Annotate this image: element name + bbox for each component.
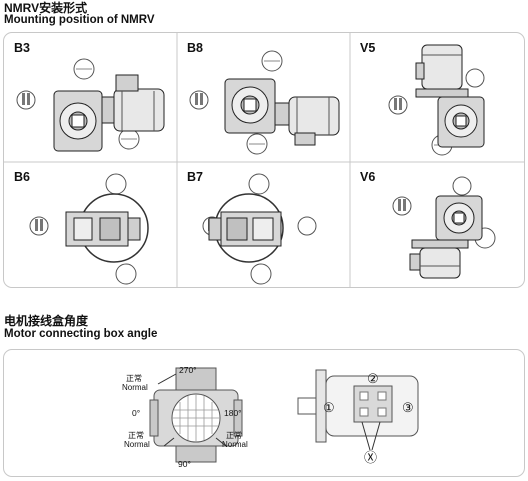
label-b7: B7 xyxy=(187,170,203,184)
callout-left-icon xyxy=(189,90,209,110)
worm-gearbox-icon xyxy=(65,211,141,247)
box-angle-title-en: Motor connecting box angle xyxy=(4,328,158,340)
worm-gearbox-icon xyxy=(208,211,282,247)
callout-left-icon xyxy=(392,196,412,216)
normal-en-top: Normal xyxy=(122,383,148,392)
callout-bottom-icon xyxy=(250,263,272,285)
callout-top-icon xyxy=(73,58,95,80)
worm-gearbox-icon xyxy=(224,78,290,134)
worm-gearbox-icon xyxy=(435,195,483,241)
b8-drawing xyxy=(189,50,340,155)
label-b3: B3 xyxy=(14,41,30,55)
mounting-title-cn: NMRV安装形式 xyxy=(4,1,88,15)
label-b8: B8 xyxy=(187,41,203,55)
cell-b3: B3 xyxy=(4,33,177,162)
b3-drawing xyxy=(16,58,165,152)
callout-top-icon xyxy=(465,68,485,88)
callout-top-icon xyxy=(452,176,472,196)
callout-left-icon xyxy=(29,216,49,236)
box-angle-panel: 270° 0° 180° 90° 正常 Normal 正常 Normal 正常 … xyxy=(3,349,525,477)
cell-v6: V6 xyxy=(350,162,524,287)
normal-cn-top: 正常 xyxy=(126,374,142,383)
callout-left-icon xyxy=(388,95,408,115)
callout-top-icon xyxy=(105,173,127,195)
normal-cn-left: 正常 xyxy=(128,431,144,440)
motor-side-view-icon xyxy=(297,369,419,443)
panel-grid-lines xyxy=(4,33,524,287)
motor-icon xyxy=(415,44,469,98)
position-1: ① xyxy=(323,400,335,415)
normal-en-right: Normal xyxy=(222,440,248,449)
label-v6: V6 xyxy=(360,170,376,184)
worm-gearbox-icon xyxy=(53,90,115,152)
motor-icon xyxy=(113,74,165,132)
angle-right: 180° xyxy=(224,408,242,418)
cell-b7: B7 xyxy=(177,162,350,287)
box-angle-title-cn: 电机接线盒角度 xyxy=(4,314,89,328)
position-2: ② xyxy=(367,371,379,386)
v5-drawing xyxy=(388,44,485,156)
x-marker: Ⓧ xyxy=(364,450,377,465)
cell-b6: B6 xyxy=(4,162,177,287)
motor-icon xyxy=(409,239,469,279)
mounting-title-en: Mounting position of NMRV xyxy=(4,14,155,26)
cell-v5: V5 xyxy=(350,33,524,162)
callout-left-icon xyxy=(16,90,36,110)
callout-right-icon xyxy=(297,216,317,236)
angle-left: 0° xyxy=(132,408,140,418)
mounting-positions-panel: B3 B8 xyxy=(3,32,525,288)
callout-top-icon xyxy=(248,173,270,195)
normal-cn-right: 正常 xyxy=(226,431,242,440)
motor-fan-icon xyxy=(149,367,243,463)
callout-top-icon xyxy=(261,50,283,72)
callout-bottom-icon xyxy=(246,133,268,155)
angle-top: 270° xyxy=(179,365,197,375)
worm-gearbox-icon xyxy=(437,96,485,148)
label-v5: V5 xyxy=(360,41,376,55)
b6-drawing xyxy=(29,173,149,285)
v6-drawing xyxy=(392,176,496,279)
box-angle-drawing: 270° 0° 180° 90° 正常 Normal 正常 Normal 正常 … xyxy=(122,365,419,469)
b7-drawing xyxy=(202,173,317,285)
motor-icon xyxy=(288,96,340,146)
cell-b8: B8 xyxy=(177,33,350,162)
callout-bottom-icon xyxy=(115,263,137,285)
callout-right-icon xyxy=(118,128,140,150)
angle-bottom: 90° xyxy=(178,459,191,469)
position-3: ③ xyxy=(402,400,414,415)
label-b6: B6 xyxy=(14,170,30,184)
normal-en-left: Normal xyxy=(124,440,150,449)
